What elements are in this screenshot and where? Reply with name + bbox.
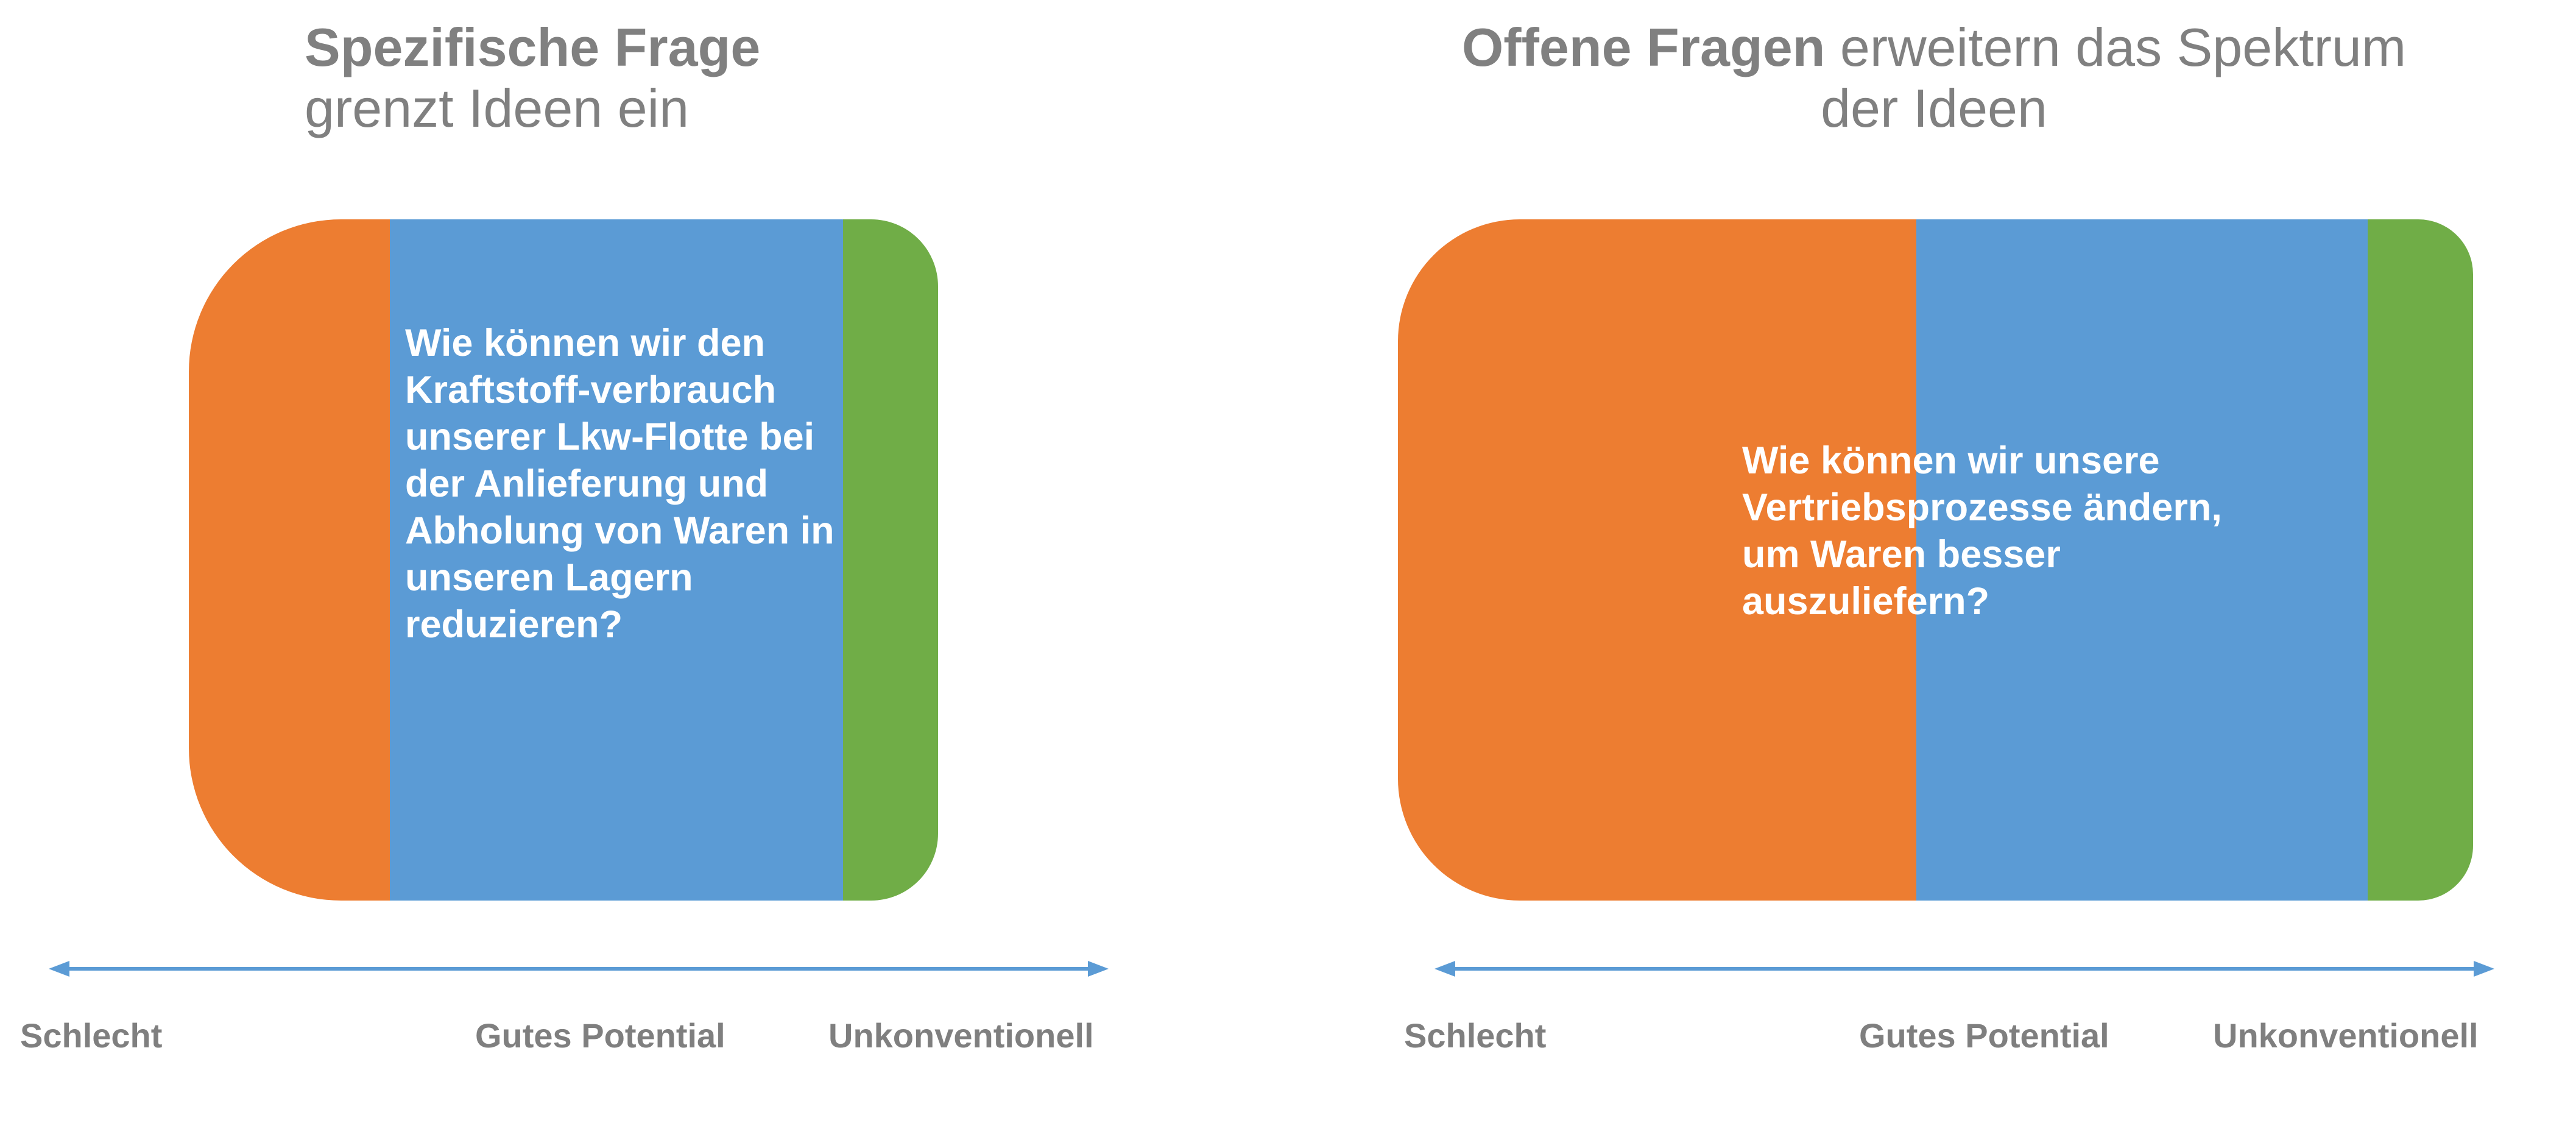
right-title-bold: Offene Fragen — [1461, 17, 1826, 77]
right-idea-spectrum-block — [1398, 219, 2473, 901]
left-axis-arrowhead-end — [1088, 961, 1109, 977]
left-title-bold: Spezifische Frage — [305, 17, 761, 77]
left-title-rest: grenzt Ideen ein — [305, 78, 690, 138]
right-segment-unconventional — [2368, 219, 2473, 901]
right-axis-label-good: Gutes Potential — [1859, 1016, 2109, 1055]
right-title-rest: erweitern das Spektrum der Ideen — [1821, 17, 2407, 138]
left-axis-label-good: Gutes Potential — [475, 1016, 725, 1055]
left-axis-arrowhead-start — [49, 961, 69, 977]
right-segment-bad — [1398, 219, 1916, 901]
right-axis-arrowhead-start — [1434, 961, 1455, 977]
right-axis-label-bad: Schlecht — [1404, 1016, 1547, 1055]
right-question-text: Wie können wir unsere Vertriebsprozesse … — [1742, 439, 2222, 623]
left-double-arrow-axis — [49, 961, 1109, 977]
right-panel-title: Offene Fragen erweitern das Spektrum der… — [1431, 17, 2437, 139]
left-panel-title: Spezifische Frage grenzt Ideen ein — [305, 17, 1096, 139]
right-double-arrow-axis — [1434, 961, 2494, 977]
left-segment-unconventional — [842, 219, 938, 901]
left-axis-label-bad: Schlecht — [20, 1016, 163, 1055]
right-segment-good — [1916, 219, 2368, 901]
right-axis-arrowhead-end — [2474, 961, 2494, 977]
left-axis-label-unconventional: Unkonventionell — [828, 1016, 1094, 1055]
left-question-text: Wie können wir den Kraftstoff-verbrauch … — [405, 322, 835, 646]
left-idea-spectrum-block — [189, 219, 938, 901]
left-segment-good — [389, 219, 843, 901]
right-axis-label-unconventional: Unkonventionell — [2213, 1016, 2479, 1055]
left-segment-bad — [189, 219, 390, 901]
